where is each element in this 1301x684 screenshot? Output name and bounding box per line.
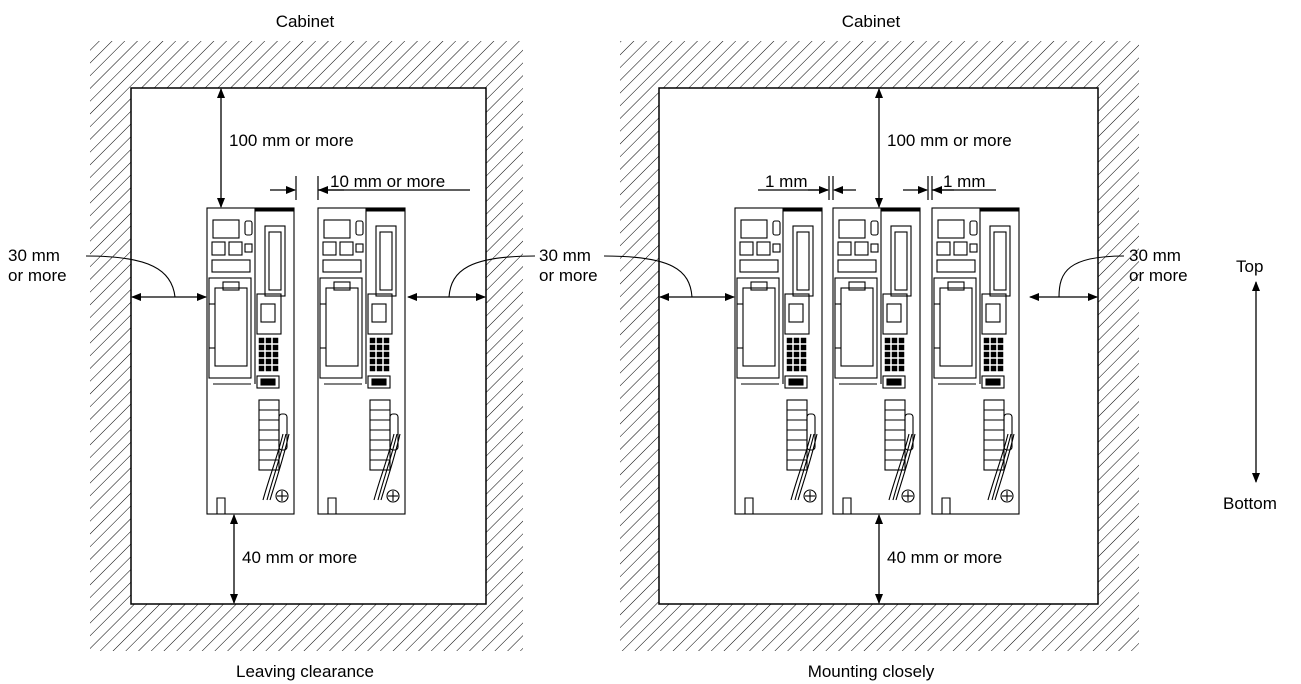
left-panel: Cabinet 100 mm or more 10 mm or more 30 … xyxy=(8,12,598,681)
right-cabinet-label: Cabinet xyxy=(842,12,901,31)
servo-amplifier-unit xyxy=(734,207,823,515)
servo-amplifier-unit xyxy=(206,207,295,515)
left-caption: Leaving clearance xyxy=(236,662,374,681)
left-panel-right-leader xyxy=(448,255,536,298)
left-side-clearance-line1: 30 mm xyxy=(8,246,60,265)
left-panel-right-clearance-line2: or more xyxy=(539,266,598,285)
orientation-indicator: Top Bottom xyxy=(1223,257,1277,513)
left-cabinet-inner xyxy=(130,87,487,605)
left-top-clearance: 100 mm or more xyxy=(229,131,354,150)
right-panel-right-clearance-line2: or more xyxy=(1129,266,1188,285)
right-gap-1-dimension xyxy=(758,176,856,200)
right-gap-2: 1 mm xyxy=(943,172,986,191)
right-gap-2-dimension xyxy=(903,176,996,200)
left-between-clearance: 10 mm or more xyxy=(330,172,445,191)
servo-amplifier-unit xyxy=(317,207,406,515)
left-cabinet-label: Cabinet xyxy=(276,12,335,31)
left-bottom-clearance: 40 mm or more xyxy=(242,548,357,567)
right-bottom-clearance: 40 mm or more xyxy=(887,548,1002,567)
servo-amplifier-unit xyxy=(931,207,1020,515)
right-top-clearance: 100 mm or more xyxy=(887,131,1012,150)
left-panel-right-clearance-line1: 30 mm xyxy=(539,246,591,265)
right-panel-left-leader xyxy=(603,255,693,298)
right-panel-right-clearance-line1: 30 mm xyxy=(1129,246,1181,265)
orientation-bottom: Bottom xyxy=(1223,494,1277,513)
right-caption: Mounting closely xyxy=(808,662,935,681)
left-side-clearance-line2: or more xyxy=(8,266,67,285)
right-gap-1: 1 mm xyxy=(765,172,808,191)
orientation-top: Top xyxy=(1236,257,1263,276)
left-units xyxy=(206,207,406,515)
servo-amplifier-unit xyxy=(832,207,921,515)
left-side-leader xyxy=(85,255,176,298)
right-panel-right-leader xyxy=(1058,255,1125,298)
right-panel: Cabinet 100 mm or more 1 mm 1 mm 30 mm xyxy=(603,12,1188,681)
left-between-dimension xyxy=(270,176,470,200)
right-units xyxy=(734,207,1020,515)
